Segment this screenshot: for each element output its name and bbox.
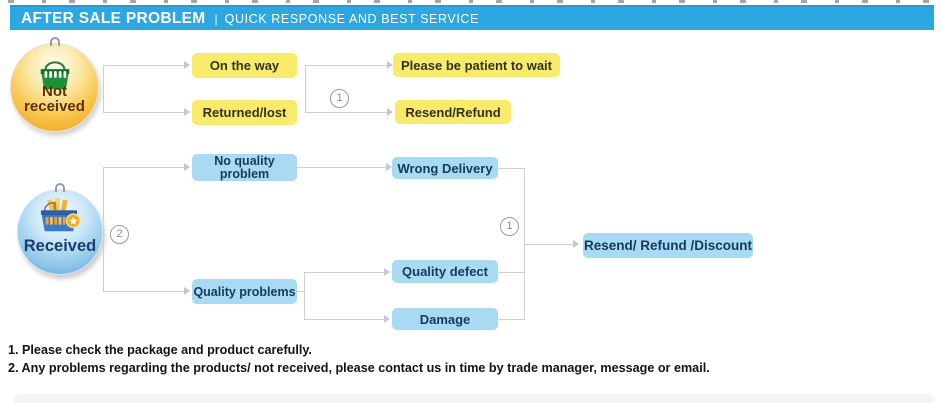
arrowhead-icon [384, 268, 390, 276]
notes: 1. Please check the package and product … [8, 341, 710, 376]
connector-line [103, 167, 184, 168]
damage-box: Damage [392, 308, 498, 330]
header-banner: AFTER SALE PROBLEM | QUICK RESPONSE AND … [10, 5, 934, 30]
connector-line [103, 167, 104, 292]
connector-line [305, 65, 387, 66]
connector-line [103, 65, 184, 66]
arrowhead-icon [386, 163, 392, 171]
step-badge-1: 1 [330, 89, 349, 108]
basket-slats [44, 71, 67, 78]
returned-lost-box: Returned/lost [192, 100, 297, 125]
final-outcome-box: Resend/ Refund /Discount [583, 233, 753, 258]
connector-line [103, 65, 104, 113]
basket-rim [40, 210, 78, 216]
connector-line [304, 272, 384, 273]
connector-line [304, 272, 305, 320]
connector-line [524, 244, 573, 245]
connector-line [305, 65, 306, 113]
basket-handle [44, 202, 54, 212]
header-subtitle: QUICK RESPONSE AND BEST SERVICE [224, 11, 479, 26]
arrowhead-icon [184, 61, 190, 69]
green-shopping-basket-icon [40, 61, 70, 90]
connector-line [498, 168, 525, 169]
header-separator: | [214, 11, 218, 26]
arrowhead-icon [387, 61, 393, 69]
connector-line [297, 291, 305, 292]
connector-line [305, 112, 387, 113]
connector-line [304, 319, 384, 320]
note-line-2: 2. Any problems regarding the products/ … [8, 359, 710, 375]
star-icon [69, 216, 78, 225]
not-received-node: Not received [10, 37, 99, 132]
blue-shopping-basket-icon [40, 197, 81, 232]
on-the-way-box: On the way [192, 53, 297, 78]
arrowhead-icon [184, 108, 190, 116]
basket-body [40, 69, 70, 90]
bottom-panel-edge [14, 394, 935, 403]
arrowhead-icon [384, 315, 390, 323]
quality-defect-box: Quality defect [392, 260, 498, 283]
step-badge-2: 2 [110, 225, 129, 244]
quality-problems-box: Quality problems [192, 279, 297, 304]
wrong-delivery-box: Wrong Delivery [392, 157, 498, 179]
patient-wait-box: Please be patient to wait [393, 53, 560, 77]
note-line-1: 1. Please check the package and product … [8, 342, 312, 357]
basket-items [47, 197, 68, 212]
hanger-icon [55, 183, 65, 192]
connector-line [103, 291, 184, 292]
received-node: Received [17, 183, 103, 275]
hanger-icon [49, 37, 60, 46]
not-received-label: Not received [24, 83, 85, 115]
resend-refund-box: Resend/Refund [395, 100, 511, 124]
connector-line [103, 112, 184, 113]
connector-line [498, 272, 525, 273]
connector-line [297, 167, 386, 168]
received-label: Received [23, 237, 97, 255]
arrowhead-icon [184, 163, 190, 171]
arrowhead-icon [387, 108, 393, 116]
header-title: AFTER SALE PROBLEM [21, 9, 206, 27]
no-quality-problem-box: No quality problem [192, 154, 297, 181]
arrowhead-icon [573, 240, 579, 248]
step-badge-1-right: 1 [500, 217, 519, 236]
cropped-text-artifacts [8, 0, 933, 3]
basket-handle [44, 61, 66, 71]
arrowhead-icon [184, 287, 190, 295]
connector-line [498, 319, 525, 320]
